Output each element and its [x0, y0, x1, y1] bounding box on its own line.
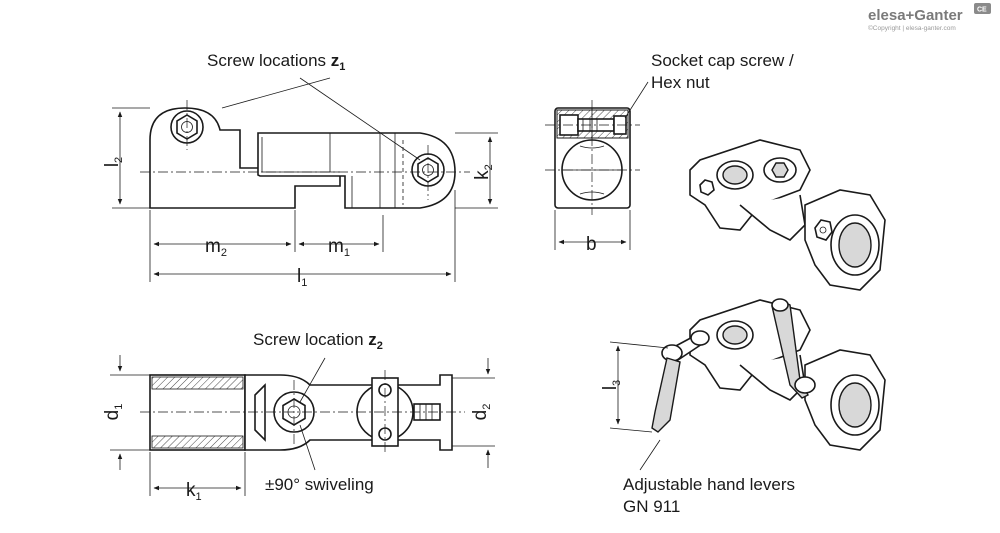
hex-nut-label: Hex nut — [651, 73, 710, 92]
ce-badge-icon — [974, 3, 991, 14]
socket-cap-screw-label: Socket cap screw / — [651, 51, 794, 70]
hand-lever-icon — [771, 298, 816, 399]
top-view — [110, 355, 495, 496]
hand-levers-part-number: GN 911 — [623, 497, 680, 516]
dimension-l1: l1 — [297, 266, 307, 289]
ce-badge-text: CE — [977, 7, 987, 14]
hand-lever-icon — [651, 330, 710, 433]
dimension-m2: m2 — [205, 236, 227, 259]
screw-locations-z1-label: Screw locations z1 — [207, 51, 345, 73]
side-view — [112, 77, 498, 282]
dimension-k2: k2 — [472, 164, 495, 180]
brand-name: elesa+Ganter — [868, 7, 963, 24]
dimension-l3: l3 — [600, 380, 623, 390]
brand-logo: elesa+Ganter ©Copyright | elesa-ganter.c… — [868, 3, 991, 32]
swiveling-label: ±90° swiveling — [265, 475, 374, 494]
isometric-view-clamp — [689, 139, 886, 291]
dimension-d2: d2 — [470, 404, 493, 421]
dimension-d1: d1 — [102, 404, 125, 421]
front-view — [545, 81, 649, 250]
screw-location-z2-label: Screw location z2 — [253, 330, 383, 352]
dimension-m1: m1 — [328, 236, 350, 259]
brand-copyright: ©Copyright | elesa-ganter.com — [868, 24, 956, 32]
hand-levers-label: Adjustable hand levers — [623, 475, 795, 494]
dimension-k1: k1 — [186, 480, 202, 503]
dimension-b: b — [586, 234, 597, 255]
dimension-l2: l2 — [102, 157, 125, 167]
isometric-view-with-levers — [609, 298, 886, 471]
